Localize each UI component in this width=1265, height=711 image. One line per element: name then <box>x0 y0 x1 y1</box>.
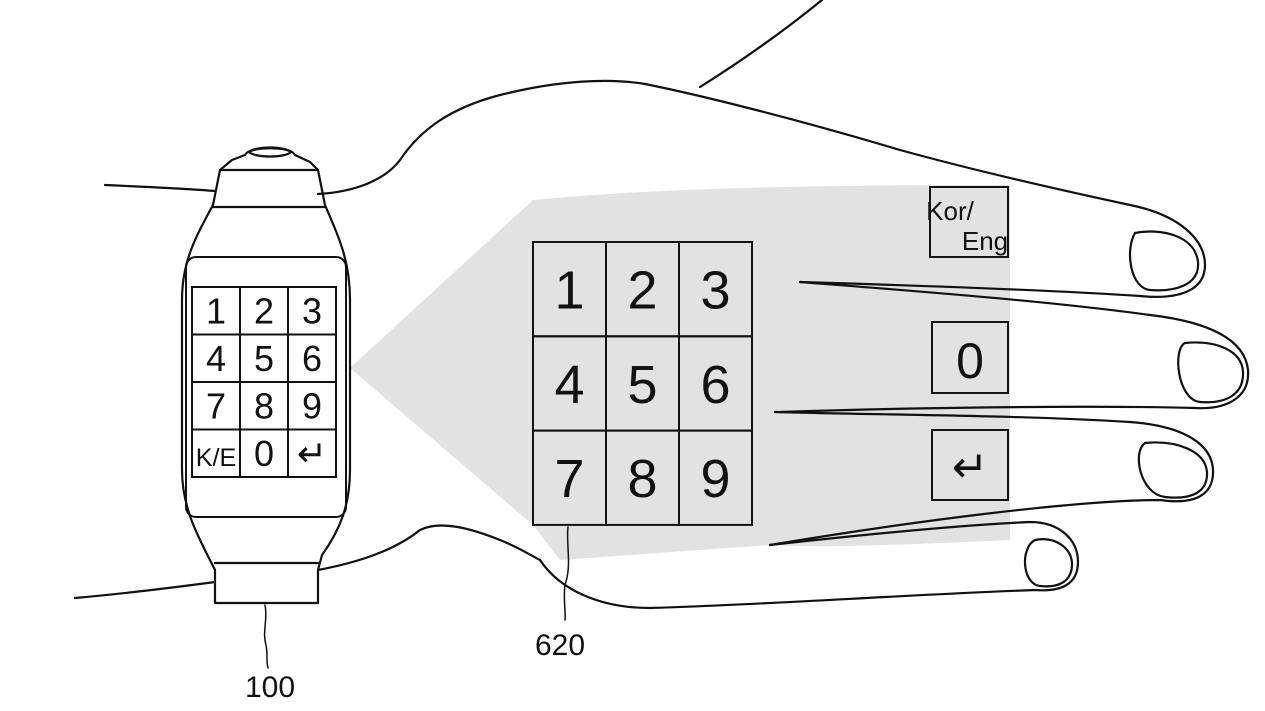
key-cell: 4 <box>191 333 241 383</box>
key-cell: 7 <box>191 381 241 431</box>
key-kor-label: Kor/ <box>926 196 974 226</box>
key-label: 5 <box>627 355 657 415</box>
enter-icon: ↵ <box>952 443 989 492</box>
key-label: 6 <box>302 338 322 379</box>
reference-label-100: 100 <box>245 671 295 704</box>
key-cell: 0 <box>239 428 289 478</box>
finger-key-zero: 0 <box>931 321 1009 394</box>
key-label: 9 <box>302 386 322 427</box>
key-cell: K/E <box>191 428 241 478</box>
key-label: 9 <box>700 449 730 509</box>
watch-screen <box>185 256 347 518</box>
key-cell: 3 <box>678 241 753 338</box>
key-label: 8 <box>627 449 657 509</box>
key-cell: 3 <box>287 286 337 336</box>
key-label: 5 <box>254 338 274 379</box>
key-cell: ↵ <box>287 428 337 478</box>
key-cell: 4 <box>532 335 607 432</box>
key-label: 1 <box>206 291 226 332</box>
key-cell: 9 <box>678 429 753 526</box>
key-label: 2 <box>254 291 274 332</box>
key-cell: 6 <box>678 335 753 432</box>
key-label: 2 <box>627 261 657 321</box>
leader-line-620 <box>563 526 570 621</box>
key-label: 0 <box>254 433 274 474</box>
hand-outline <box>73 0 1250 610</box>
leader-line-100 <box>263 604 269 669</box>
key-cell: 2 <box>605 241 680 338</box>
key-label: 6 <box>700 355 730 415</box>
key-cell: 6 <box>287 333 337 383</box>
key-cell: 8 <box>605 429 680 526</box>
key-label: 3 <box>302 291 322 332</box>
key-label: 8 <box>254 386 274 427</box>
key-label: 3 <box>700 261 730 321</box>
key-border <box>678 429 753 526</box>
finger-key-enter: ↵ <box>931 429 1009 501</box>
key-cell: 2 <box>239 286 289 336</box>
key-cell: 5 <box>239 333 289 383</box>
key-zero-label: 0 <box>956 333 984 389</box>
key-label: 4 <box>554 355 584 415</box>
key-cell: 7 <box>532 429 607 526</box>
key-label: 4 <box>206 338 226 379</box>
key-cell: 9 <box>287 381 337 431</box>
key-border <box>287 428 337 478</box>
key-label: 7 <box>206 386 226 427</box>
key-cell: 1 <box>191 286 241 336</box>
enter-icon: ↵ <box>297 433 327 474</box>
reference-label-620: 620 <box>535 629 585 662</box>
finger-key-language: Kor/ Eng <box>926 186 1009 258</box>
key-label: K/E <box>196 444 237 472</box>
key-eng-label: Eng <box>962 226 1008 256</box>
key-label: 7 <box>554 449 584 509</box>
key-cell: 8 <box>239 381 289 431</box>
key-label: 1 <box>554 261 584 321</box>
